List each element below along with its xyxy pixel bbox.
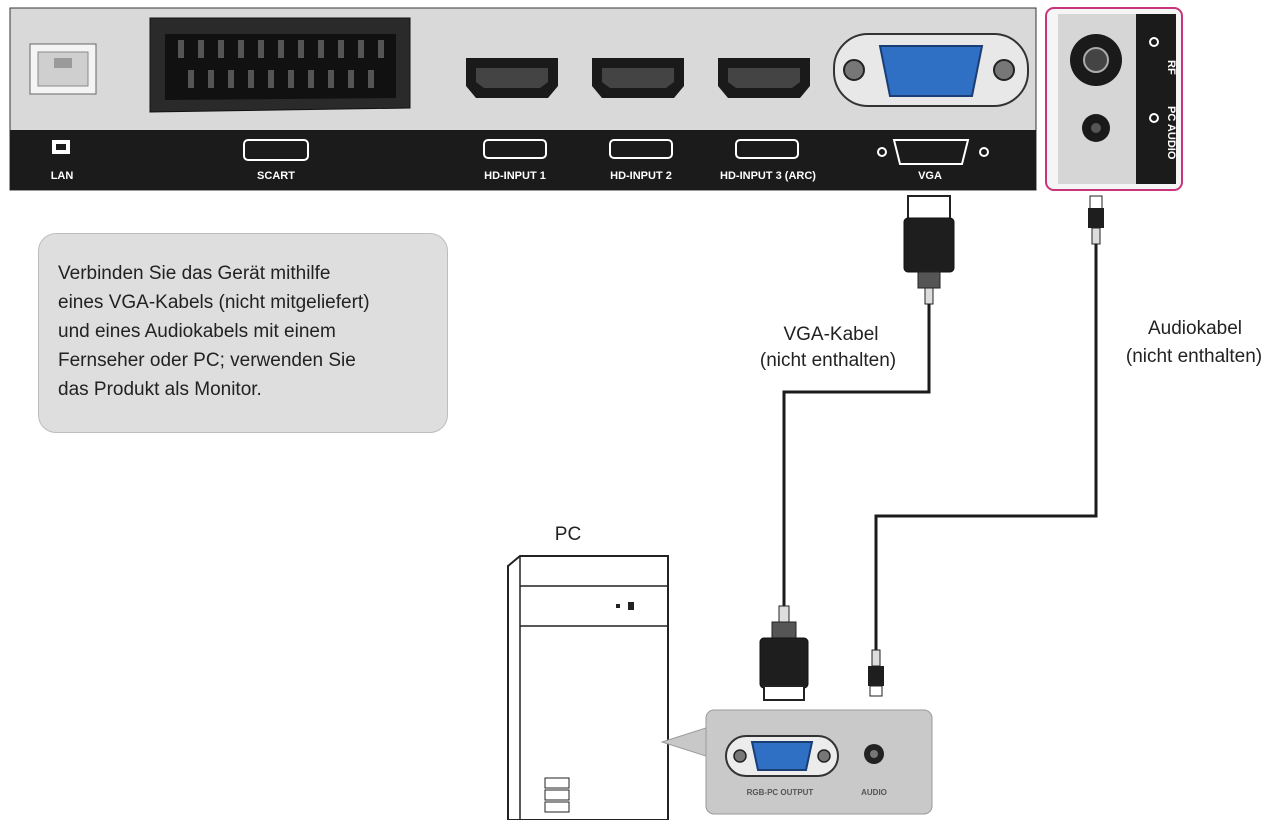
instruction-line-1: Verbinden Sie das Gerät mithilfe <box>58 263 331 284</box>
hdmi-1-icon <box>483 139 547 159</box>
hdmi-port-1 <box>466 58 558 98</box>
instruction-note <box>38 233 448 433</box>
pc-audio-label: PC AUDIO <box>1165 106 1177 160</box>
scart-icon <box>243 139 309 161</box>
hd-input-3-label: HD-INPUT 3 (ARC) <box>720 170 816 182</box>
pc-label: PC <box>555 524 581 545</box>
pc-audio-port-label: AUDIO <box>861 788 887 797</box>
rf-icon <box>1149 37 1159 47</box>
hdmi-2-icon <box>609 139 673 159</box>
vga-port <box>833 33 1029 107</box>
hd-input-1-label: HD-INPUT 1 <box>484 170 546 182</box>
instruction-line-3: und eines Audiokabels mit einem <box>58 321 336 342</box>
vga-label: VGA <box>918 170 942 182</box>
vga-icon <box>877 139 989 165</box>
power-led-icon <box>616 604 620 608</box>
lan-port <box>29 43 97 95</box>
vga-cable <box>759 195 955 701</box>
audio-cable-label-line2: (nicht enthalten) <box>1126 346 1262 367</box>
instruction-line-2: eines VGA-Kabels (nicht mitgeliefert) <box>58 292 370 313</box>
audio-cable-label-line1: Audiokabel <box>1148 318 1242 339</box>
rf-port <box>1070 34 1122 86</box>
pc-tower <box>507 555 669 820</box>
hdmi-3-icon <box>735 139 799 159</box>
audio-cable <box>868 195 1104 697</box>
pc-port-callout: RGB-PC OUTPUT AUDIO <box>660 709 933 815</box>
hd-input-2-label: HD-INPUT 2 <box>610 170 672 182</box>
pc-audio-port <box>1082 114 1110 142</box>
power-button[interactable] <box>628 602 634 610</box>
pc-audio-icon <box>1149 113 1159 123</box>
side-panel: RF PC AUDIO <box>1045 7 1183 191</box>
hdmi-port-3 <box>718 58 810 98</box>
vga-cable-label-line2: (nicht enthalten) <box>760 350 896 371</box>
lan-label: LAN <box>51 170 74 182</box>
instruction-line-4: Fernseher oder PC; verwenden Sie <box>58 350 356 371</box>
rgb-pc-output-port <box>725 735 839 777</box>
rgb-pc-output-label: RGB-PC OUTPUT <box>747 788 814 797</box>
scart-label: SCART <box>257 170 295 182</box>
pc-audio-jack <box>864 744 884 764</box>
lan-icon <box>52 140 70 154</box>
hdmi-port-2 <box>592 58 684 98</box>
rf-label: RF <box>1165 60 1177 75</box>
scart-port <box>149 17 411 113</box>
tv-back-panel: LAN SCART HD-INPUT 1 HD-INPUT 2 HD-INPUT… <box>9 7 1037 191</box>
vga-cable-label-line1: VGA-Kabel <box>783 324 878 345</box>
instruction-line-5: das Produkt als Monitor. <box>58 379 262 400</box>
